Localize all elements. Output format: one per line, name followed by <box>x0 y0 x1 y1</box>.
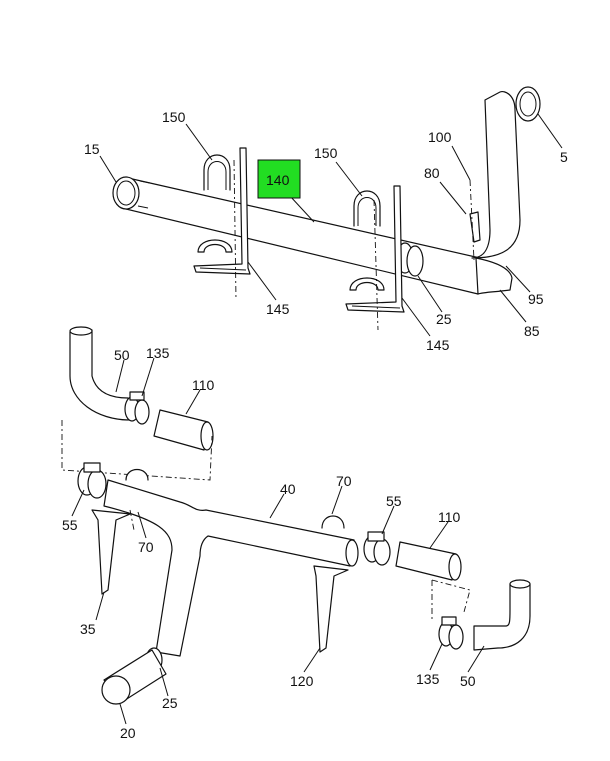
callout-150-right[interactable]: 150 <box>314 145 338 161</box>
callout-120[interactable]: 120 <box>290 673 314 689</box>
sleeve-110-left <box>153 409 209 451</box>
hanger-70-left <box>125 468 149 481</box>
elbow-pipe <box>471 90 521 259</box>
sleeve-110-right <box>395 541 457 581</box>
callout-140[interactable]: 140 <box>266 172 290 188</box>
callout-145-left[interactable]: 145 <box>266 301 290 317</box>
callout-80[interactable]: 80 <box>424 165 440 181</box>
callout-25-lower[interactable]: 25 <box>162 695 178 711</box>
elbow-50-left <box>69 329 131 421</box>
callout-15[interactable]: 15 <box>84 141 100 157</box>
callout-20[interactable]: 20 <box>120 725 136 741</box>
bracket-35 <box>91 509 131 595</box>
callout-35[interactable]: 35 <box>80 621 96 637</box>
callout-5[interactable]: 5 <box>560 149 568 165</box>
callout-135-left[interactable]: 135 <box>146 345 170 361</box>
main-pipe <box>121 177 481 295</box>
callout-25-upper[interactable]: 25 <box>436 311 452 327</box>
elbow-50-right <box>473 583 531 651</box>
callout-145-right[interactable]: 145 <box>426 337 450 353</box>
callout-70-right[interactable]: 70 <box>336 473 352 489</box>
callout-50-left[interactable]: 50 <box>114 347 130 363</box>
y-pipe-40 <box>103 479 355 657</box>
callout-95[interactable]: 95 <box>528 291 544 307</box>
lower-left-assembly <box>61 326 214 481</box>
callout-55-left[interactable]: 55 <box>62 517 78 533</box>
lower-main-assembly <box>77 462 531 705</box>
clip-80 <box>469 211 481 243</box>
callout-110-right[interactable]: 110 <box>438 509 461 525</box>
callout-110-left[interactable]: 110 <box>192 377 215 393</box>
callout-135-right[interactable]: 135 <box>416 671 440 687</box>
hanger-70-right <box>321 515 345 529</box>
callout-150-left[interactable]: 150 <box>162 109 186 125</box>
upper-exhaust-assembly <box>112 86 541 331</box>
callout-70-left[interactable]: 70 <box>138 539 154 555</box>
leader-lines <box>71 113 563 725</box>
callout-85[interactable]: 85 <box>524 323 540 339</box>
bracket-145-left <box>193 147 251 275</box>
callout-40[interactable]: 40 <box>280 481 296 497</box>
callout-55-right[interactable]: 55 <box>386 493 402 509</box>
bracket-145-right <box>345 185 405 313</box>
callout-50-right[interactable]: 50 <box>460 673 476 689</box>
callouts: 150 15 150 140 100 80 5 145 25 145 95 85… <box>62 109 568 741</box>
bracket-120 <box>313 565 349 653</box>
callout-100[interactable]: 100 <box>428 129 452 145</box>
callout-140-highlight[interactable] <box>257 159 301 199</box>
